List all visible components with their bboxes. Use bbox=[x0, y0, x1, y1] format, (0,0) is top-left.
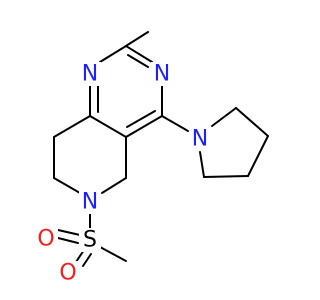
atom-n6: N bbox=[79, 190, 101, 215]
bond-c4-c4a-second bbox=[126, 110, 156, 128]
atom-o-upper-label: O bbox=[37, 227, 54, 252]
atom-n3-label: N bbox=[154, 62, 170, 87]
bond-ca-cb bbox=[235, 107, 269, 137]
atom-n1-label: N bbox=[82, 62, 98, 87]
bond-c2-n3-second bbox=[127, 54, 149, 68]
atom-o-lower-label: O bbox=[59, 261, 76, 286]
atom-o-lower: O bbox=[56, 261, 80, 286]
molecule-diagram: N N N N S O O bbox=[34, 31, 269, 286]
bond-c2-n3 bbox=[125, 45, 153, 63]
atom-n3: N bbox=[151, 62, 173, 87]
bond-c2-methyl bbox=[125, 31, 149, 47]
bond-c7-n6 bbox=[53, 177, 81, 194]
bond-s-methyl bbox=[99, 246, 127, 262]
bond-c2-n1 bbox=[99, 45, 127, 63]
bond-cb-cc bbox=[247, 135, 269, 177]
bond-s-o-lower-second bbox=[82, 253, 92, 267]
bond-cd-npyr bbox=[199, 151, 205, 178]
atom-n-pyrrolidine-label: N bbox=[192, 127, 208, 152]
bond-c4-npyr bbox=[161, 115, 189, 132]
atom-o-upper: O bbox=[34, 227, 58, 252]
bonds bbox=[53, 31, 269, 267]
atom-n1: N bbox=[79, 62, 101, 87]
atom-n6-label: N bbox=[82, 190, 98, 215]
atom-s: S bbox=[79, 228, 101, 253]
atom-n-pyrrolidine: N bbox=[189, 127, 211, 152]
atom-s-label: S bbox=[83, 228, 97, 253]
structure-svg: N N N N S O O bbox=[34, 31, 269, 286]
bond-npyr-ca bbox=[211, 107, 237, 127]
bond-c4a-c8a bbox=[89, 115, 127, 138]
atom-labels: N N N N S O O bbox=[34, 62, 211, 286]
bond-n6-c5 bbox=[101, 177, 127, 194]
bond-s-o-upper bbox=[57, 229, 81, 236]
bond-s-o-upper-second bbox=[57, 237, 79, 244]
bond-cc-cd bbox=[203, 175, 249, 178]
bond-c4-c4a bbox=[125, 115, 163, 138]
bond-c8a-c8 bbox=[53, 115, 91, 138]
